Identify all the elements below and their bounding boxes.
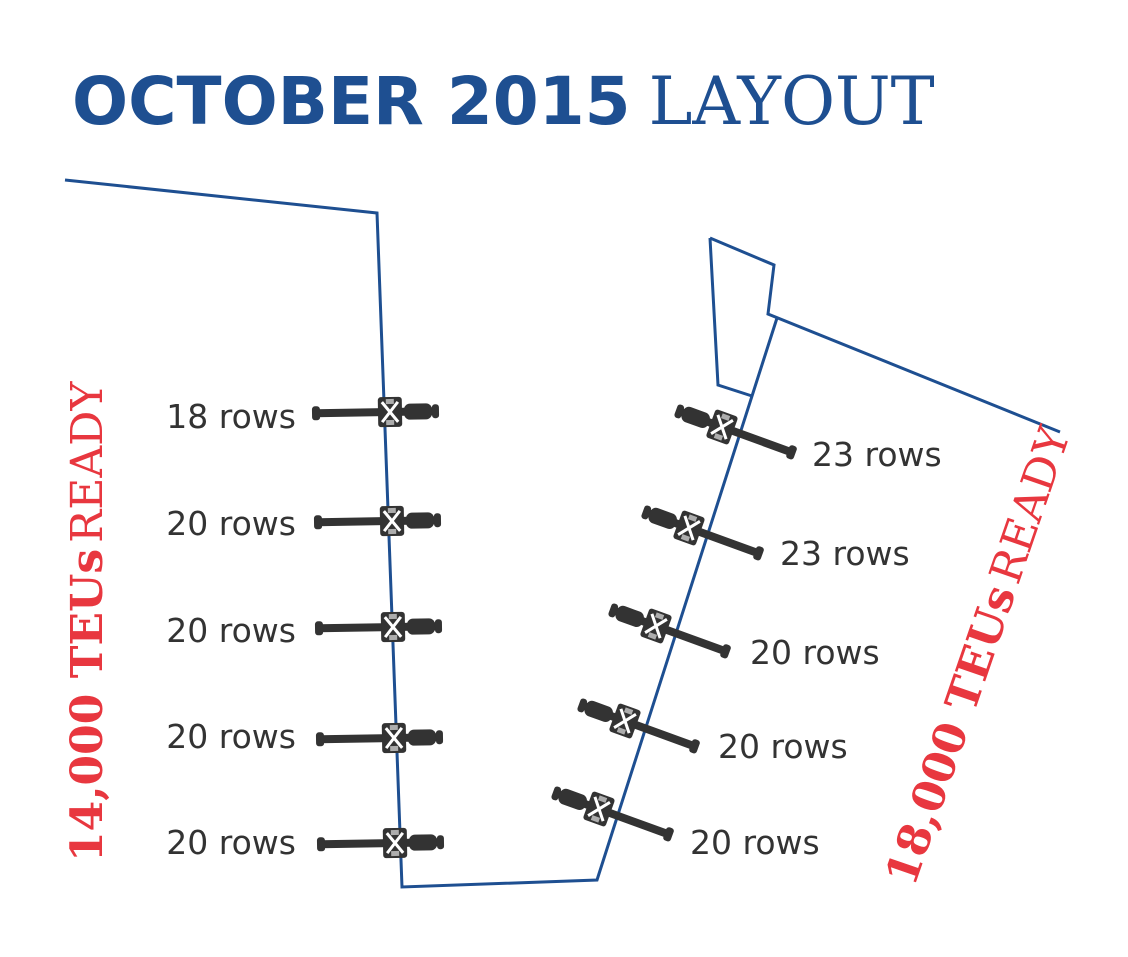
left-berth-cranes: 18 rows 20 rows 20 rows 20 rows 20 rows bbox=[166, 394, 446, 862]
crane-icon bbox=[669, 394, 802, 470]
crane-rows-label: 18 rows bbox=[166, 397, 296, 436]
crane-rows-label: 20 rows bbox=[166, 611, 296, 650]
crane-rows-label: 20 rows bbox=[166, 717, 296, 756]
crane-rows-label: 20 rows bbox=[166, 823, 296, 862]
crane-rows-label: 20 rows bbox=[750, 633, 880, 672]
crane-icon bbox=[314, 720, 445, 756]
crane-rows-label: 20 rows bbox=[690, 823, 820, 862]
crane-icon bbox=[546, 776, 679, 852]
left-berth-capacity: 14,000 TEUsREADY bbox=[62, 381, 113, 862]
crane-icon bbox=[636, 495, 769, 571]
crane-rows-label: 23 rows bbox=[780, 534, 910, 573]
crane-rows-label: 20 rows bbox=[718, 727, 848, 766]
right-berth-cranes: 23 rows 23 rows 20 rows 20 rows 20 rows bbox=[546, 394, 942, 862]
crane-icon bbox=[310, 394, 441, 430]
right-berth-capacity: 18,000 TEUsREADY bbox=[876, 420, 1081, 892]
crane-rows-label: 23 rows bbox=[812, 435, 942, 474]
crane-rows-label: 20 rows bbox=[166, 504, 296, 543]
quay-outline bbox=[64, 178, 1061, 889]
crane-icon bbox=[312, 503, 443, 539]
crane-icon bbox=[315, 825, 446, 861]
crane-icon bbox=[313, 609, 444, 645]
